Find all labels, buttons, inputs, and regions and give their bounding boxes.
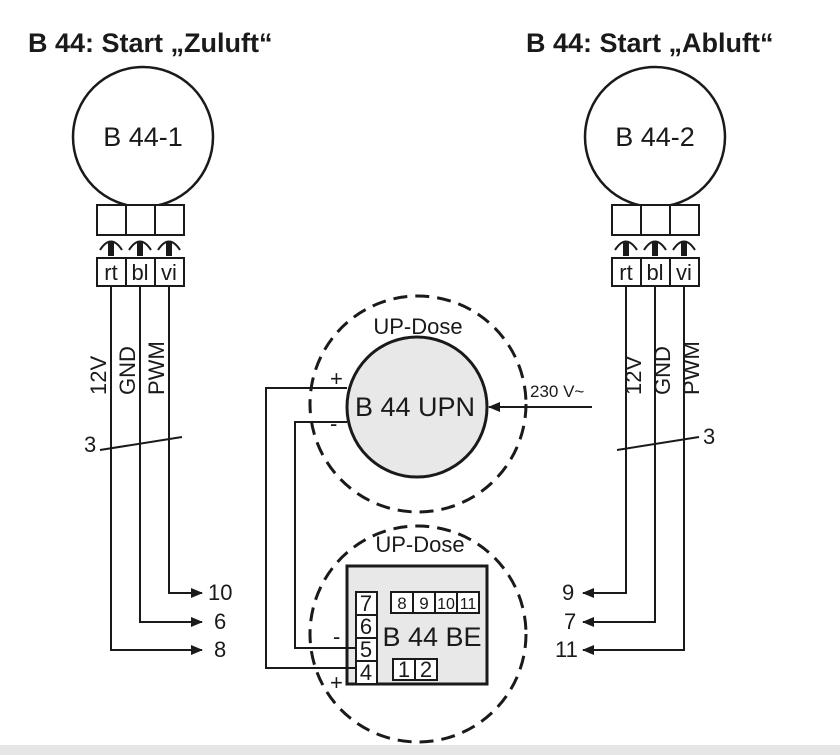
terminal-6: 6 [214,609,226,634]
be-term-4: 4 [360,660,372,685]
be-term-10: 10 [437,596,455,613]
terminal-9: 9 [562,580,574,605]
sensor-right-label: B 44-2 [615,122,695,152]
upn-plus: + [330,366,343,391]
be-term-7: 7 [360,591,372,616]
terminal-7: 7 [564,609,576,634]
sensor-right: B 44-2 rt bl vi 12V GND PWM 3 9 7 11 [555,65,727,662]
upn-box: UP-Dose B 44 UPN + - 230 V~ [308,294,592,514]
wire-pwm-right: PWM [679,341,704,395]
supply-label: 230 V~ [530,382,584,401]
up-dose-bottom-outline [308,524,528,744]
up-dose-top-outline [308,294,528,514]
terminal-11: 11 [555,637,578,662]
pin-bl-right: bl [646,260,663,285]
up-dose-top-label: UP-Dose [373,314,462,339]
wire-12v-left: 12V [86,356,111,395]
title-right: B 44: Start „Abluft“ [526,28,774,58]
up-dose-bottom-label: UP-Dose [375,532,464,557]
be-term-8: 8 [397,594,406,613]
wire-gnd-left: GND [115,346,140,395]
sensor-left: B 44-1 rt bl vi 12V GND PWM 3 10 6 8 [71,65,232,662]
upn-device [345,335,489,479]
be-term-1: 1 [398,657,410,682]
be-plus: + [330,670,343,695]
sensor-left-connector [96,204,185,236]
pin-vi-left: vi [161,260,177,285]
be-label: B 44 BE [382,622,481,652]
wire-minus [294,421,356,649]
be-term-5: 5 [360,637,372,662]
be-box: UP-Dose 7 6 5 4 8 9 10 11 B 44 BE 1 2 - … [308,524,528,744]
be-minus: - [333,624,340,649]
be-term-11: 11 [460,596,477,613]
bundle-count-right: 3 [703,424,715,449]
wire-12v-right: 12V [621,356,646,395]
upn-label: B 44 UPN [355,392,475,422]
bottom-bar [0,745,840,755]
be-term-6: 6 [360,614,372,639]
wire-pwm-left: PWM [144,341,169,395]
bundle-count-left: 3 [84,432,96,457]
sensor-right-connector [611,204,700,236]
be-term-9: 9 [419,594,428,613]
be-term-2: 2 [420,657,432,682]
wire-gnd-right: GND [650,346,675,395]
pin-rt-right: rt [619,260,632,285]
pin-vi-right: vi [676,260,692,285]
wire-plus [265,387,356,669]
pin-rt-left: rt [104,260,117,285]
pin-bl-left: bl [131,260,148,285]
title-left: B 44: Start „Zuluft“ [28,28,273,58]
terminal-8: 8 [214,637,226,662]
terminal-10: 10 [208,580,232,605]
upn-minus: - [330,411,337,436]
sensor-left-pinrow [96,257,185,287]
sensor-left-label: B 44-1 [103,122,183,152]
